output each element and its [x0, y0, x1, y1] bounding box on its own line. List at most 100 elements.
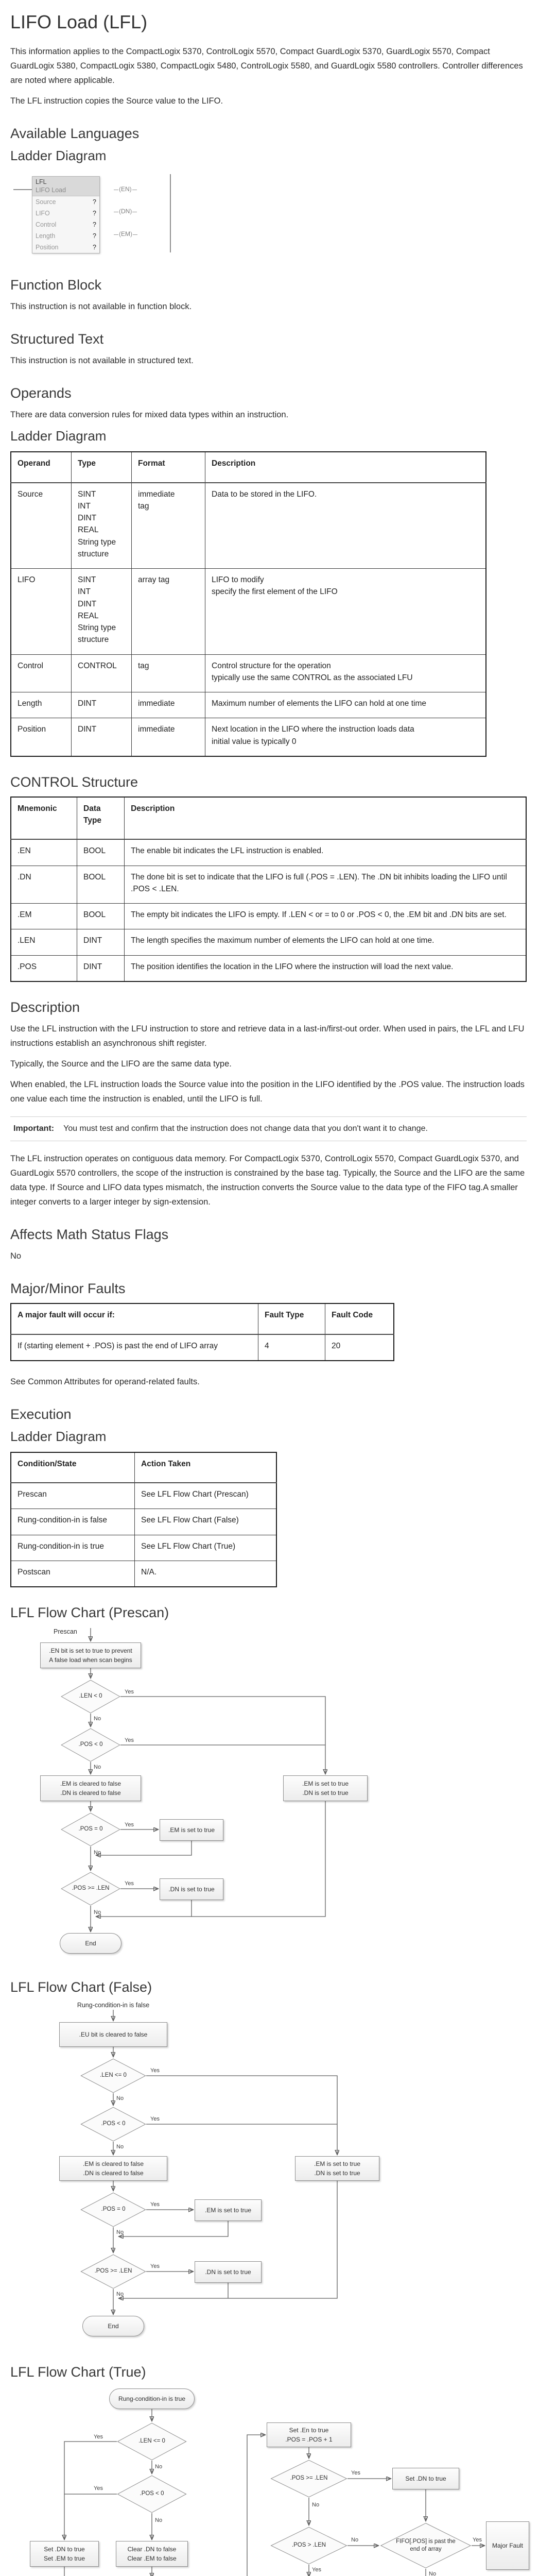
flow-box: Set .En to true .POS = .POS + 1 [267, 2422, 351, 2448]
flow-box: Major Fault [486, 2521, 529, 2570]
lfl-instruction-block-diagram: LFL LIFO Load Source? LIFO? Control? Len… [10, 171, 227, 260]
flow-box: .EM is cleared to false .DN is cleared t… [59, 2156, 167, 2181]
edge-label-yes: Yes [312, 2567, 321, 2573]
edge-label-no: No [94, 1716, 101, 1722]
edge-label-yes: Yes [125, 1880, 134, 1887]
col-header: A major fault will occur if: [10, 1303, 258, 1335]
heading-description: Description [10, 999, 80, 1015]
flow-box: .EM is cleared to false .DN is cleared t… [40, 1775, 141, 1802]
cell: Data to be stored in the LIFO. [205, 482, 486, 569]
cell: DINT [76, 955, 125, 982]
cell: .POS [10, 955, 77, 982]
flowchart-prescan: Prescan .EN bit is set to true to preven… [10, 1627, 391, 1962]
instruction-mnemonic: LFL [36, 178, 47, 186]
flow-box: .EM is set to true [160, 1819, 223, 1841]
edge-label-yes: Yes [150, 2263, 160, 2270]
cell: Next location in the LIFO where the inst… [205, 718, 486, 757]
cell: Postscan [10, 1560, 135, 1587]
edge-label-no: No [351, 2537, 359, 2544]
faults-note: See Common Attributes for operand-relate… [10, 1377, 200, 1386]
heading-execution: Execution [10, 1406, 72, 1422]
flow-start-label: Rung-condition-in is false [77, 2002, 150, 2009]
flowchart-false: Rung-condition-in is false .EU bit is cl… [10, 2002, 412, 2347]
cell: SINT INT DINT REAL String type structure [71, 568, 132, 655]
cell: Source [10, 482, 72, 569]
dn-output-coil: DN [113, 208, 137, 215]
edge-label-yes: Yes [150, 2116, 160, 2123]
heading-execution-ladder: Ladder Diagram [10, 1428, 107, 1444]
col-header: Operand [10, 451, 72, 483]
edge-label-no: No [94, 1909, 101, 1916]
heading-available-languages: Available Languages [10, 126, 140, 142]
param-value: ? [93, 232, 96, 240]
col-header: Format [131, 451, 205, 483]
cell: The length specifies the maximum number … [124, 929, 527, 956]
flow-box: .EM is set to true [195, 2199, 262, 2222]
col-header: Fault Code [325, 1303, 394, 1335]
table-header-row: A major fault will occur if: Fault Type … [10, 1303, 394, 1335]
edge-label-no: No [155, 2464, 163, 2470]
edge-label-yes: Yes [150, 2201, 160, 2208]
edge-label-no: No [116, 2095, 124, 2102]
decision-diamond: .POS >= .LEN [80, 2254, 146, 2289]
intro-paragraph: This information applies to the CompactL… [10, 47, 523, 86]
col-header: Fault Type [258, 1303, 325, 1335]
param-label: Position [36, 243, 59, 251]
cell: CONTROL [71, 654, 132, 693]
param-row: Source? [32, 196, 99, 208]
param-value: ? [93, 221, 96, 228]
edge-label-yes: Yes [94, 2434, 103, 2441]
table-header-row: Mnemonic Data Type Description [10, 796, 527, 840]
edge-label-yes: Yes [125, 1689, 134, 1696]
flow-start-label: Prescan [54, 1628, 77, 1636]
important-note: Important:You must test and confirm that… [10, 1116, 527, 1142]
cell: N/A. [134, 1560, 277, 1587]
connector-lines [10, 1628, 391, 1962]
cell: The done bit is set to indicate that the… [124, 865, 527, 904]
cell: immediate [131, 718, 205, 757]
param-label: Control [36, 221, 57, 228]
decision-diamond: .POS >= .LEN [270, 2460, 347, 2498]
edge-label-yes: Yes [351, 2470, 360, 2477]
flow-box: .EM is set to true .DN is set to true [295, 2156, 379, 2181]
em-output-coil: EM [113, 230, 138, 238]
cell: Position [10, 718, 72, 757]
edge-label-no: No [94, 1764, 101, 1771]
description-paragraph: Use the LFL instruction with the LFU ins… [10, 1024, 525, 1048]
description-paragraph: Typically, the Source and the LIFO are t… [10, 1059, 232, 1069]
operands-intro: There are data conversion rules for mixe… [10, 410, 289, 420]
cell: Control [10, 654, 72, 693]
decision-diamond: .LEN <= 0 [80, 2058, 146, 2093]
heading-structured-text: Structured Text [10, 331, 104, 347]
param-value: ? [93, 198, 96, 206]
param-row: LIFO? [32, 208, 99, 219]
col-header: Data Type [76, 796, 125, 840]
cell: LIFO [10, 568, 72, 655]
decision-diamond: .POS > .LEN [270, 2527, 347, 2565]
edge-label-yes: Yes [94, 2485, 103, 2492]
cell: immediate [131, 692, 205, 719]
cell: BOOL [76, 839, 125, 866]
edge-label-yes: Yes [150, 2067, 160, 2074]
param-label: Length [36, 232, 56, 240]
cell: array tag [131, 568, 205, 655]
cell: See LFL Flow Chart (True) [134, 1534, 277, 1561]
col-header: Type [71, 451, 132, 483]
decision-diamond: .POS < 0 [117, 2475, 187, 2513]
heading-affects-flags: Affects Math Status Flags [10, 1227, 169, 1243]
param-value: ? [93, 243, 96, 251]
structured-text-note: This instruction is not available in str… [10, 356, 194, 366]
param-row: Length? [32, 230, 99, 242]
flow-box: .EM is set to true .DN is set to true [283, 1775, 368, 1802]
cell: .EM [10, 903, 77, 930]
heading-function-block: Function Block [10, 277, 102, 293]
